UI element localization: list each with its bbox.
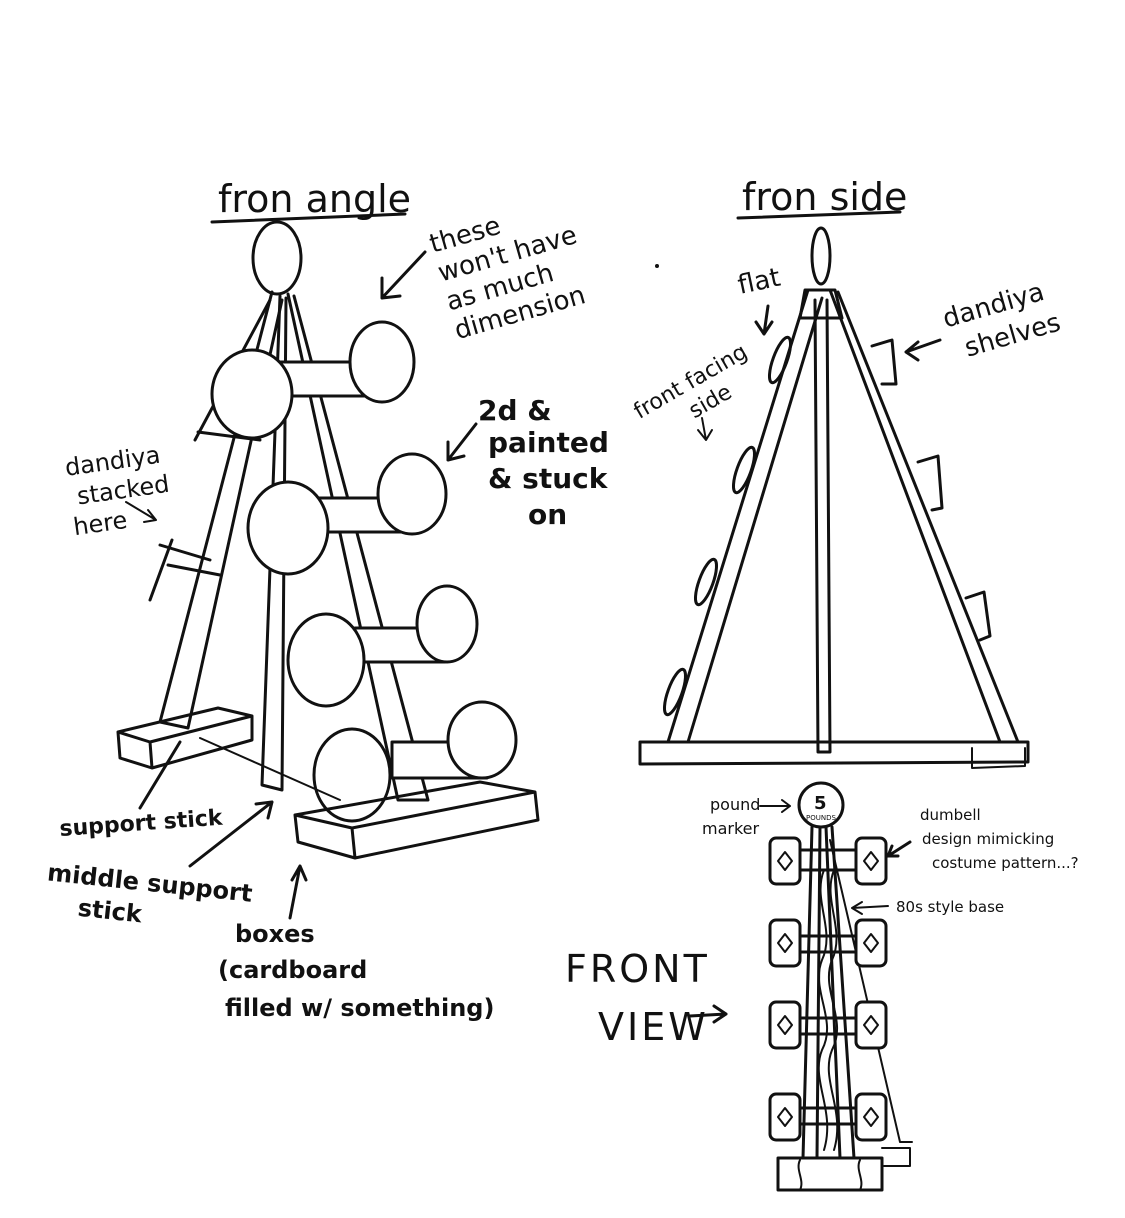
- angle-view: fron angle: [46, 177, 609, 1022]
- angle-boxes: [116, 706, 540, 860]
- note-front-facing: front facing side: [630, 340, 752, 425]
- note-dumbell-design: dumbell design mimicking costume pattern…: [920, 806, 1079, 872]
- pound-marker-number: 5: [814, 793, 827, 814]
- svg-text:stick: stick: [76, 894, 144, 929]
- note-middle-support: middle support stick: [46, 858, 254, 929]
- arrow-pound-marker: [759, 799, 791, 813]
- arrow-flat: [754, 304, 774, 336]
- side-flat-markers: [662, 335, 793, 717]
- svg-text:(cardboard: (cardboard: [218, 956, 367, 984]
- note-boxes: boxes (cardboard filled w/ something): [218, 920, 494, 1022]
- arrow-dandiya-shelves: [904, 338, 942, 362]
- pound-marker: 5 POUNDS: [797, 781, 845, 829]
- svg-text:boxes: boxes: [235, 920, 315, 948]
- note-dimension: these won't have as much dimension: [426, 211, 589, 346]
- arrow-base-style: [851, 901, 889, 915]
- stray-dot: [655, 264, 659, 268]
- svg-text:on: on: [528, 498, 567, 531]
- note-painted: 2d & painted & stuck on: [478, 394, 609, 531]
- arrow-front-view: [688, 1004, 728, 1024]
- arrow-dandiya-stacked: [125, 501, 157, 523]
- angle-top-marker: [251, 220, 303, 296]
- note-support-stick: support stick: [59, 806, 225, 842]
- arrow-middle-support: [188, 800, 274, 868]
- pound-marker-unit: POUNDS: [806, 814, 836, 822]
- arrow-support-stick: [138, 740, 182, 810]
- note-base-style: 80s style base: [896, 898, 1004, 916]
- svg-text:design mimicking: design mimicking: [922, 830, 1054, 848]
- angle-dumbbell-1: [210, 320, 416, 440]
- angle-dumbbell-4: [312, 700, 518, 823]
- svg-text:costume pattern...?: costume pattern...?: [932, 854, 1079, 872]
- note-flat: flat: [735, 263, 783, 301]
- svg-text:VIEW: VIEW: [598, 1005, 709, 1049]
- front-dumbbell-4: [768, 1092, 888, 1142]
- svg-text:painted: painted: [488, 426, 609, 459]
- front-dumbbell-2: [768, 918, 888, 968]
- svg-text:filled w/ something): filled w/ something): [225, 994, 494, 1022]
- front-view-title: FRONT VIEW: [565, 947, 710, 1049]
- front-dumbbells: [768, 836, 888, 1142]
- front-dumbbell-3: [768, 1000, 888, 1050]
- angle-dumbbell-2: [246, 452, 448, 576]
- svg-text:marker: marker: [702, 819, 760, 838]
- svg-text:FRONT: FRONT: [565, 947, 710, 991]
- front-dumbbell-1: [768, 836, 888, 886]
- svg-text:middle support: middle support: [46, 858, 254, 907]
- angle-dumbbell-3: [286, 584, 479, 708]
- front-frame: [776, 825, 913, 1192]
- svg-text:dumbell: dumbell: [920, 806, 981, 824]
- side-top-marker: [810, 226, 832, 286]
- note-dandiya-shelves: dandiya shelves: [939, 277, 1064, 364]
- svg-text:pound: pound: [710, 795, 760, 814]
- svg-text:here: here: [72, 506, 129, 541]
- note-pound-marker: pound marker: [702, 795, 760, 838]
- svg-text:2d &: 2d &: [478, 394, 552, 427]
- side-view: fron side flat front facing s: [630, 175, 1064, 769]
- arrow-front-facing: [697, 417, 713, 441]
- side-frame: [638, 288, 1030, 769]
- svg-text:& stuck: & stuck: [488, 462, 609, 495]
- arrow-painted: [446, 422, 478, 462]
- side-shelves: [870, 338, 992, 642]
- arrow-dumbell-design: [886, 840, 912, 858]
- note-dandiya-stacked: dandiya stacked here: [63, 441, 171, 541]
- arrow-dimension: [380, 250, 427, 300]
- arrow-boxes: [288, 864, 308, 920]
- front-view: FRONT VIEW 5 POUNDS: [565, 781, 1079, 1192]
